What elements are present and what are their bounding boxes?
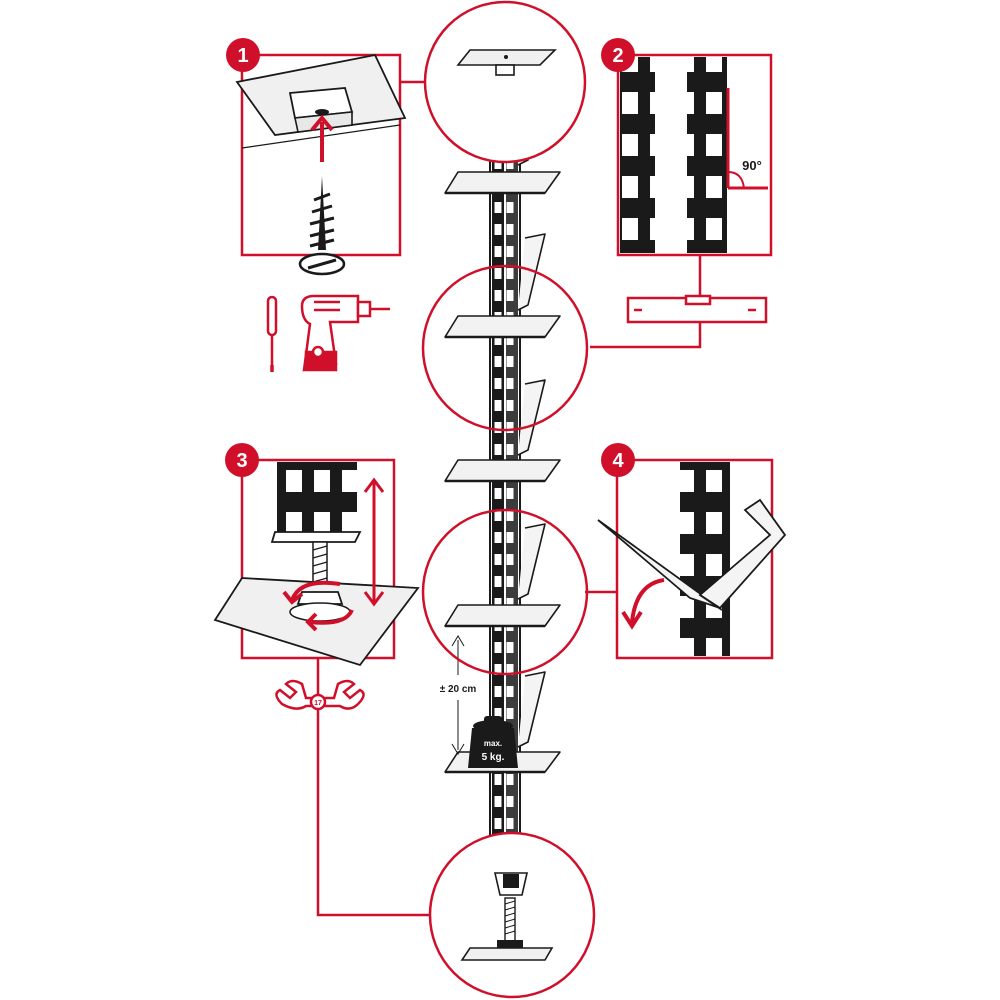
wrench-icon — [275, 679, 365, 711]
shelf-spacing-dimension — [451, 635, 465, 755]
height-adjust-arrow — [363, 477, 385, 607]
detail-circle-level — [421, 264, 589, 432]
step-3-panel — [213, 458, 420, 667]
step-2-badge: 2 — [601, 38, 635, 72]
svg-text:4: 4 — [612, 450, 624, 472]
step-4-badge: 4 — [601, 443, 635, 477]
screw-icon — [298, 176, 346, 276]
drill-icon — [300, 294, 390, 372]
step-2-panel — [616, 53, 773, 257]
rotate-arrow-icon — [282, 580, 354, 632]
rotate-arrow-icon — [621, 578, 665, 630]
wrench-size-label: 17 — [314, 700, 322, 707]
central-pole — [489, 87, 521, 879]
weight-value-label: 5 kg. — [482, 752, 505, 763]
shelf — [444, 523, 561, 628]
connector-lines — [316, 80, 702, 917]
detail-circle-top — [423, 0, 587, 164]
detail-circle-bracket — [421, 508, 589, 676]
step-1-badge: 1 — [226, 38, 260, 72]
shelf — [444, 379, 561, 483]
svg-text:2: 2 — [612, 45, 623, 67]
detail-circle-bottom — [428, 831, 596, 999]
screwdriver-icon — [266, 295, 278, 372]
weight-icon — [468, 716, 518, 768]
svg-text:1: 1 — [237, 45, 248, 67]
spirit-level-icon — [626, 294, 768, 324]
step-3-badge: 3 — [225, 443, 259, 477]
shelf — [444, 233, 561, 339]
weight-max-label: max. — [484, 739, 502, 748]
shelf-spacing-label: ± 20 cm — [440, 684, 477, 695]
right-angle-label: 90° — [742, 158, 762, 173]
step-1-panel — [235, 53, 407, 276]
step-4-panel — [597, 458, 787, 660]
svg-text:3: 3 — [236, 450, 247, 472]
